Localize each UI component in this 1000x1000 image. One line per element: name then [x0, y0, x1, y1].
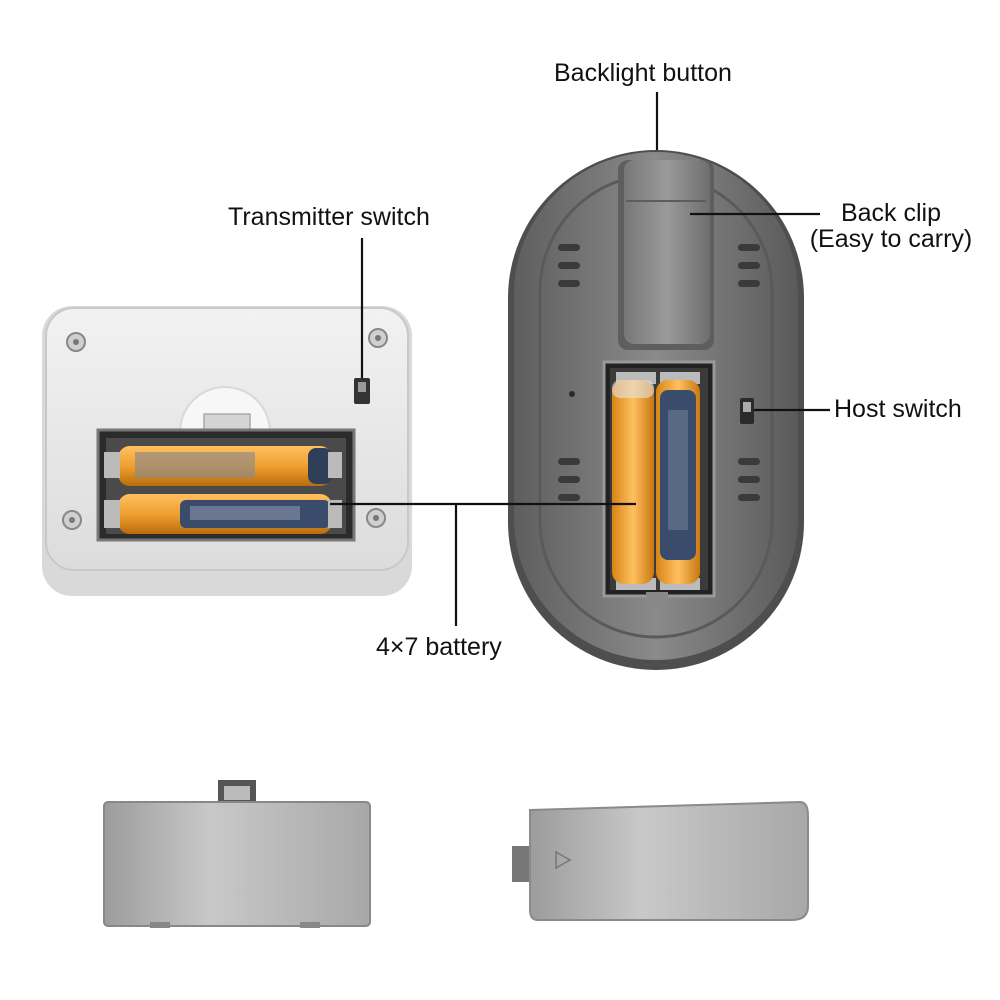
transmitter-switch-label: Transmitter switch [228, 203, 430, 231]
backlight-button-label: Backlight button [554, 59, 732, 87]
back-clip-label-line1: Back clip [840, 199, 942, 227]
arrow-icon [555, 850, 572, 870]
back-clip-label-line2: (Easy to carry) [809, 225, 973, 254]
host-unit [508, 150, 804, 670]
transmitter-unit [42, 306, 412, 596]
battery-label: 4×7 battery [376, 633, 502, 661]
battery-icon [104, 446, 342, 486]
host-switch-label: Host switch [834, 395, 962, 423]
battery-icon [104, 494, 342, 534]
vent-slot [558, 244, 760, 501]
screw-icon [62, 328, 388, 530]
leader-lines [330, 92, 830, 626]
host-battery-cover [512, 800, 809, 921]
battery-icon [612, 380, 654, 584]
transmitter-battery-cover [103, 780, 371, 928]
back-clip-label: Back clip (Easy to carry) [796, 200, 986, 253]
battery-icon [656, 380, 700, 584]
back-clip [618, 160, 714, 350]
